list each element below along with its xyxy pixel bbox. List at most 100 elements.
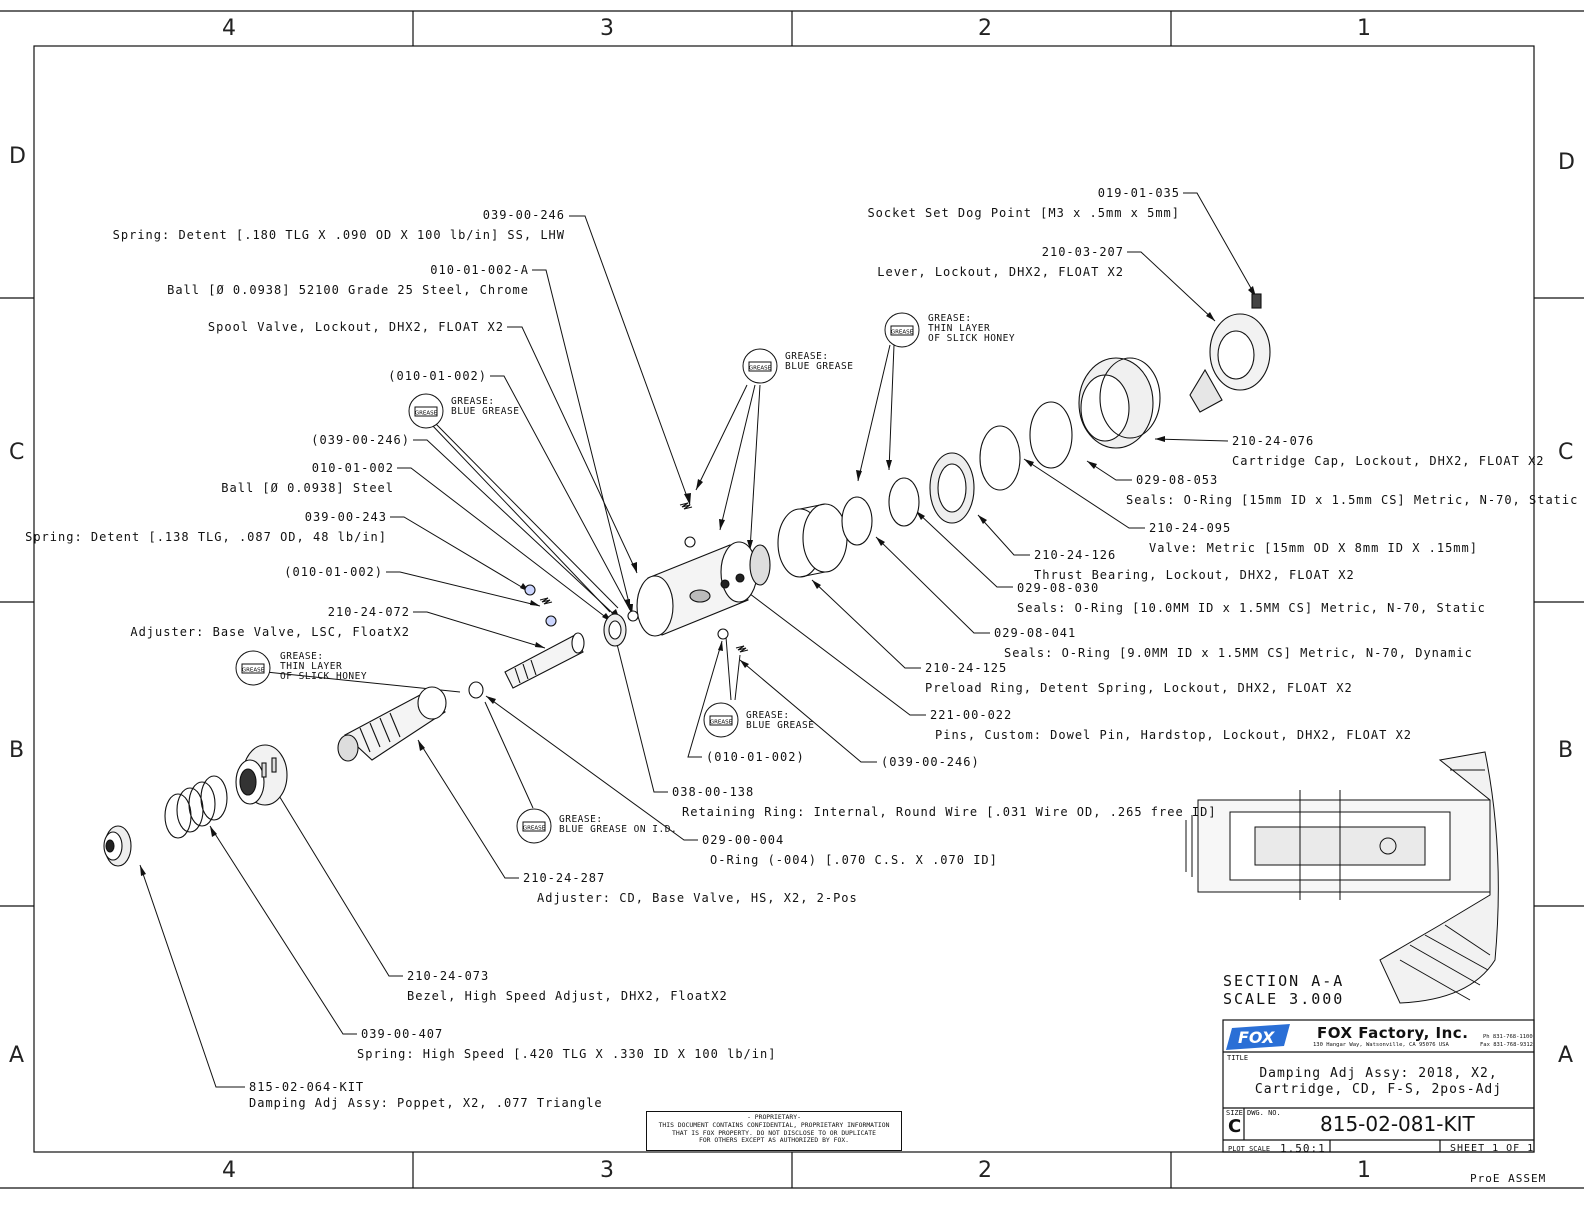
- callout-description: Bezel, High Speed Adjust, DHX2, FloatX2: [407, 989, 728, 1003]
- callout-description: Ball [Ø 0.0938] Steel: [221, 481, 394, 495]
- grease-line: BLUE GREASE ON I.D.: [559, 824, 678, 835]
- callout-part-number: 019-01-035: [1097, 186, 1180, 200]
- section-scale: SCALE 3.000: [1223, 990, 1345, 1008]
- hs-adjuster-part: [337, 686, 447, 762]
- callout-part-number: 029-08-053: [1136, 473, 1219, 487]
- company-name: FOX Factory, Inc.: [1317, 1024, 1469, 1042]
- callout-part-number: 210-24-072: [327, 605, 410, 619]
- grease-icon: GREASE: [703, 702, 739, 738]
- fox-logo-text: FOX: [1238, 1028, 1275, 1047]
- grease-icon: GREASE: [742, 348, 778, 384]
- svg-text:GREASE: GREASE: [415, 411, 438, 417]
- proprietary-line: - PROPRIETARY-: [747, 1113, 801, 1121]
- svg-text:GREASE: GREASE: [749, 366, 772, 372]
- zone-col-3-top: 3: [600, 16, 614, 41]
- company-fax: Fax 831-768-9312: [1480, 1042, 1533, 1048]
- grease-icon: GREASE: [408, 393, 444, 429]
- zone-col-2-bottom: 2: [978, 1158, 992, 1183]
- callout-description: Preload Ring, Detent Spring, Lockout, DH…: [925, 681, 1353, 695]
- callout-part-number: 210-24-073: [407, 969, 490, 983]
- callout-part-number: 039-00-407: [361, 1027, 444, 1041]
- plot-scale-value: 1.50:1: [1280, 1142, 1326, 1155]
- drawing-title-line-1: Damping Adj Assy: 2018, X2,: [1259, 1066, 1498, 1081]
- callout-description: Valve: Metric [15mm OD X 8mm ID X .15mm]: [1149, 541, 1478, 555]
- zone-row-d-right: D: [1558, 150, 1575, 175]
- callout-part-number: (039-00-246): [881, 755, 980, 769]
- callout-part-number: (010-01-002): [706, 750, 805, 764]
- valve-washer-part: [979, 425, 1021, 491]
- callout-part-number: 010-01-002-A: [430, 263, 529, 277]
- callout-description: Thrust Bearing, Lockout, DHX2, FLOAT X2: [1034, 568, 1355, 582]
- retaining-ring-part: [603, 613, 627, 647]
- section-a-a-view: [1185, 751, 1499, 1004]
- svg-text:GREASE: GREASE: [710, 720, 733, 726]
- zone-row-a-right: A: [1558, 1043, 1574, 1068]
- callout-part-number: 221-00-022: [930, 708, 1013, 722]
- grease-line: BLUE GREASE: [746, 720, 815, 731]
- callout-part-number: 029-08-041: [994, 626, 1077, 640]
- poppet-assy-part: [103, 825, 132, 867]
- title-label: TITLE: [1227, 1054, 1249, 1062]
- proprietary-notice: - PROPRIETARY- THIS DOCUMENT CONTAINS CO…: [646, 1111, 902, 1151]
- company-address: 130 Hangar Way, Watsonville, CA 95076 US…: [1313, 1042, 1449, 1048]
- callout-part-number: 010-01-002: [311, 461, 394, 475]
- lockout-lever-part: [1189, 293, 1271, 413]
- spool-valve-part: [636, 541, 771, 637]
- cartridge-cap-part: [1078, 357, 1161, 449]
- grease-line: OF SLICK HONEY: [928, 333, 1016, 344]
- zone-row-c-right: C: [1558, 440, 1574, 465]
- zone-row-c-left: C: [9, 440, 25, 465]
- callout-part-number: 210-24-126: [1034, 548, 1117, 562]
- size-label: SIZE: [1226, 1109, 1243, 1117]
- callout-description: Spring: Detent [.138 TLG, .087 OD, 48 lb…: [25, 530, 387, 544]
- leader-lines: [139, 192, 1257, 1088]
- callout-description: Spring: High Speed [.420 TLG X .330 ID X…: [357, 1047, 777, 1061]
- zone-row-b-left: B: [9, 738, 25, 763]
- grease-line: GREASE:: [280, 651, 324, 662]
- bezel-part: [235, 744, 288, 806]
- callout-description: Lever, Lockout, DHX2, FLOAT X2: [877, 265, 1124, 279]
- callout-part-number: 210-03-207: [1041, 245, 1124, 259]
- callout-part-number: 039-00-246: [482, 208, 565, 222]
- callout-part-number: 815-02-064-KIT: [249, 1080, 365, 1094]
- dwg-no-label: DWG. NO.: [1247, 1109, 1281, 1117]
- grease-line: THIN LAYER: [928, 323, 991, 334]
- callout-description: Adjuster: Base Valve, LSC, FloatX2: [130, 625, 410, 639]
- sheet-count: SHEET 1 OF 1: [1450, 1143, 1535, 1154]
- callout-description: Spring: Detent [.180 TLG X .090 OD X 100…: [112, 228, 565, 242]
- svg-text:GREASE: GREASE: [523, 826, 546, 832]
- proprietary-line: FOR OTHERS EXCEPT AS AUTHORIZED BY FOX.: [698, 1136, 850, 1145]
- svg-text:GREASE: GREASE: [242, 668, 265, 674]
- callout-part-number: 210-24-125: [925, 661, 1008, 675]
- callout-description: Ball [Ø 0.0938] 52100 Grade 25 Steel, Ch…: [167, 283, 529, 297]
- o-ring-029-08-041-part: [841, 496, 873, 546]
- grease-line: BLUE GREASE: [451, 406, 520, 417]
- o-ring-004-part: [468, 681, 484, 699]
- callout-part-number: 210-24-287: [523, 871, 606, 885]
- grease-line: OF SLICK HONEY: [280, 671, 368, 682]
- drawing-title-line-2: Cartridge, CD, F-S, 2pos-Adj: [1254, 1082, 1503, 1097]
- footer-note: ProE ASSEM: [1470, 1172, 1547, 1185]
- zone-col-4-top: 4: [222, 16, 236, 41]
- lsc-adjuster-part: [504, 632, 585, 689]
- plot-scale-label: PLOT SCALE: [1228, 1145, 1271, 1153]
- drawing-number: 815-02-081-KIT: [1320, 1112, 1475, 1136]
- thrust-bearing-part: [929, 452, 975, 524]
- callout-part-number: (039-00-246): [311, 433, 410, 447]
- callout-description: Adjuster: CD, Base Valve, HS, X2, 2-Pos: [537, 891, 858, 905]
- callout-description: Retaining Ring: Internal, Round Wire [.0…: [682, 805, 1217, 819]
- grease-line: GREASE:: [746, 710, 790, 721]
- callout-part-number: (010-01-002): [284, 565, 383, 579]
- fox-logo: FOX: [1226, 1024, 1290, 1050]
- callout-description: O-Ring (-004) [.070 C.S. X .070 ID]: [710, 853, 998, 867]
- zone-col-2-top: 2: [978, 16, 992, 41]
- callout-description: Socket Set Dog Point [M3 x .5mm x 5mm]: [867, 206, 1180, 220]
- callout-part-number: 210-24-095: [1149, 521, 1232, 535]
- svg-text:GREASE: GREASE: [891, 330, 914, 336]
- callout-description: Seals: O-Ring [15mm ID x 1.5mm CS] Metri…: [1126, 493, 1579, 507]
- proprietary-line: THIS DOCUMENT CONTAINS CONFIDENTIAL, PRO…: [658, 1120, 890, 1129]
- callout-part-name: Spool Valve, Lockout, DHX2, FLOAT X2: [207, 320, 504, 334]
- callout-part-number: 038-00-138: [672, 785, 755, 799]
- proprietary-line: THAT IS FOX PROPERTY. DO NOT DISCLOSE TO…: [672, 1128, 876, 1137]
- zone-col-4-bottom: 4: [222, 1158, 236, 1183]
